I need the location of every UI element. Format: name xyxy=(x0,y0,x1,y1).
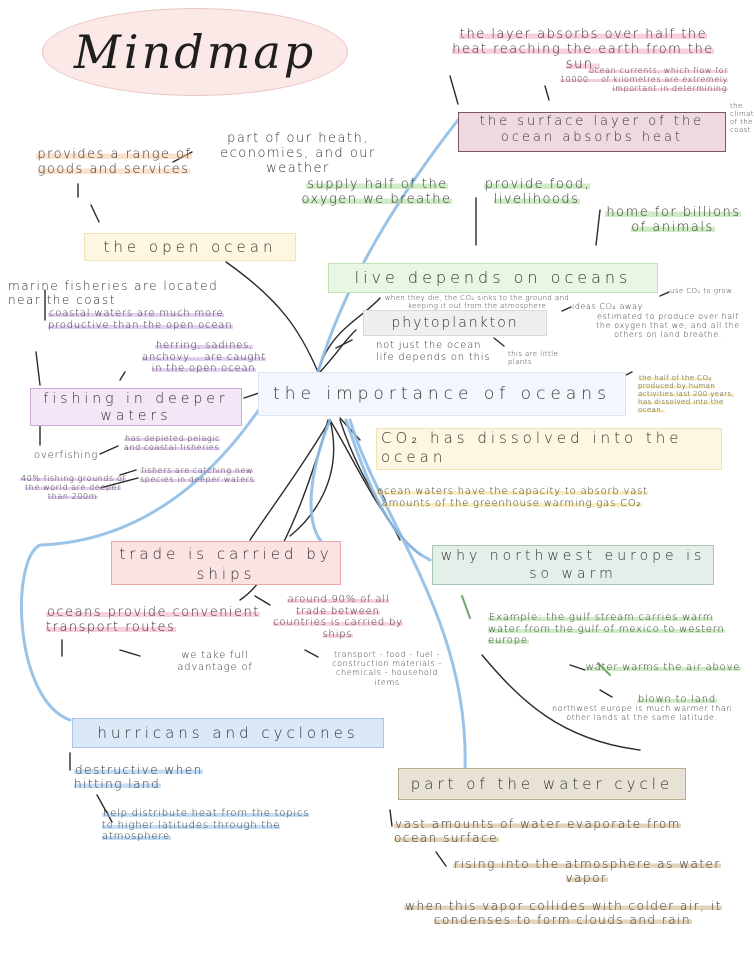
note-destructive: destructive when hitting land xyxy=(74,763,203,791)
note-estimated: estimated to produce over half the oxyge… xyxy=(596,312,740,340)
note-transport: transport - food - fuel - construction m… xyxy=(332,650,442,687)
center-node: the importance of oceans xyxy=(258,372,626,416)
note-provides: provides a range of goods and services xyxy=(36,147,192,177)
note-marine: marine fisheries are located near the co… xyxy=(8,279,219,307)
note-food: provide food, livelihoods xyxy=(483,177,591,207)
note-layer: the layer absorbs over half the heat rea… xyxy=(452,27,714,72)
note-little: this are little plants xyxy=(508,350,559,367)
connector-water-cycle xyxy=(348,418,467,772)
connector-hurricanes xyxy=(20,398,268,722)
connector-phyto xyxy=(319,329,357,373)
note-nw-warmer: northwest europe is much warmer than oth… xyxy=(551,704,733,723)
note-herring: herring, sadines, anchovy... are caught … xyxy=(142,340,266,374)
note-part-of: part of our heath, economies, and our we… xyxy=(220,131,376,176)
center-node-label: the importance of oceans xyxy=(273,384,611,404)
note-full-adv: we take full advantage of xyxy=(177,650,253,673)
node-water-cycle: part of the water cycle xyxy=(398,768,686,800)
note-rising: rising into the atmosphere as water vapo… xyxy=(453,857,721,885)
note-oceans-provide: oceans provide convenient transport rout… xyxy=(46,605,260,635)
note-blown: blown to land xyxy=(636,694,718,705)
node-open-ocean: the open ocean xyxy=(84,233,296,261)
note-water-warms: water warms the air above xyxy=(584,662,742,673)
node-northwest: why northwest europe is so warm xyxy=(432,545,714,585)
note-half-co2: the half of the CO₂ produced by human ac… xyxy=(638,374,735,415)
note-ocean-waters: ocean waters have the capacity to absorb… xyxy=(376,486,648,509)
node-fishing: fishing in deeper waters xyxy=(30,388,242,426)
note-catching: fishers are catching new species in deep… xyxy=(140,466,256,485)
note-not-just: not just the ocean life depends on this xyxy=(376,340,491,363)
note-vast-evap: vast amounts of water evaporate from oce… xyxy=(394,817,681,845)
note-oxygen: supply half of the oxygen we breathe xyxy=(301,177,453,207)
note-forty: 40% fishing grounds of the world are dee… xyxy=(20,474,126,502)
connector-surface xyxy=(316,118,460,374)
note-home: home for billions of animals xyxy=(605,205,741,235)
node-surface: the surface layer of the ocean absorbs h… xyxy=(458,112,726,152)
node-co2: CO₂ has dissolved into the ocean xyxy=(376,428,722,470)
note-use-co2: use CO₂ to grow xyxy=(670,287,733,295)
node-hurricanes: hurricans and cyclones xyxy=(72,718,384,748)
note-ideas: ideas CO₂ away xyxy=(572,302,643,311)
note-currents: ocean currents, which flow for 10000... … xyxy=(560,66,728,94)
node-life: live depends on oceans xyxy=(328,263,658,293)
page-title: Mindmap xyxy=(73,25,317,79)
node-trade: trade is carried by ships xyxy=(111,541,341,585)
note-colder: when this vapor collides with colder air… xyxy=(404,899,722,927)
connector-open-ocean xyxy=(225,261,319,373)
note-phyto-die: when they die, the CO₂ sinks to the grou… xyxy=(384,294,570,311)
title-oval: Mindmap xyxy=(42,8,348,96)
note-overfishing: overfishing xyxy=(34,450,99,461)
note-depleted: has depleted pelagic and coastal fisheri… xyxy=(124,434,221,453)
note-help-dist: help distribute heat from the topics to … xyxy=(102,808,310,842)
connector-trade xyxy=(249,419,331,541)
note-around90: around 90% of all trade between countrie… xyxy=(273,594,403,640)
node-phyto: phytoplankton xyxy=(363,310,547,336)
note-coastal: coastal waters are much more productive … xyxy=(48,308,234,331)
note-example: Example: the gulf stream carries warm wa… xyxy=(488,612,725,646)
note-climate: the climate of the coast xyxy=(730,102,754,135)
